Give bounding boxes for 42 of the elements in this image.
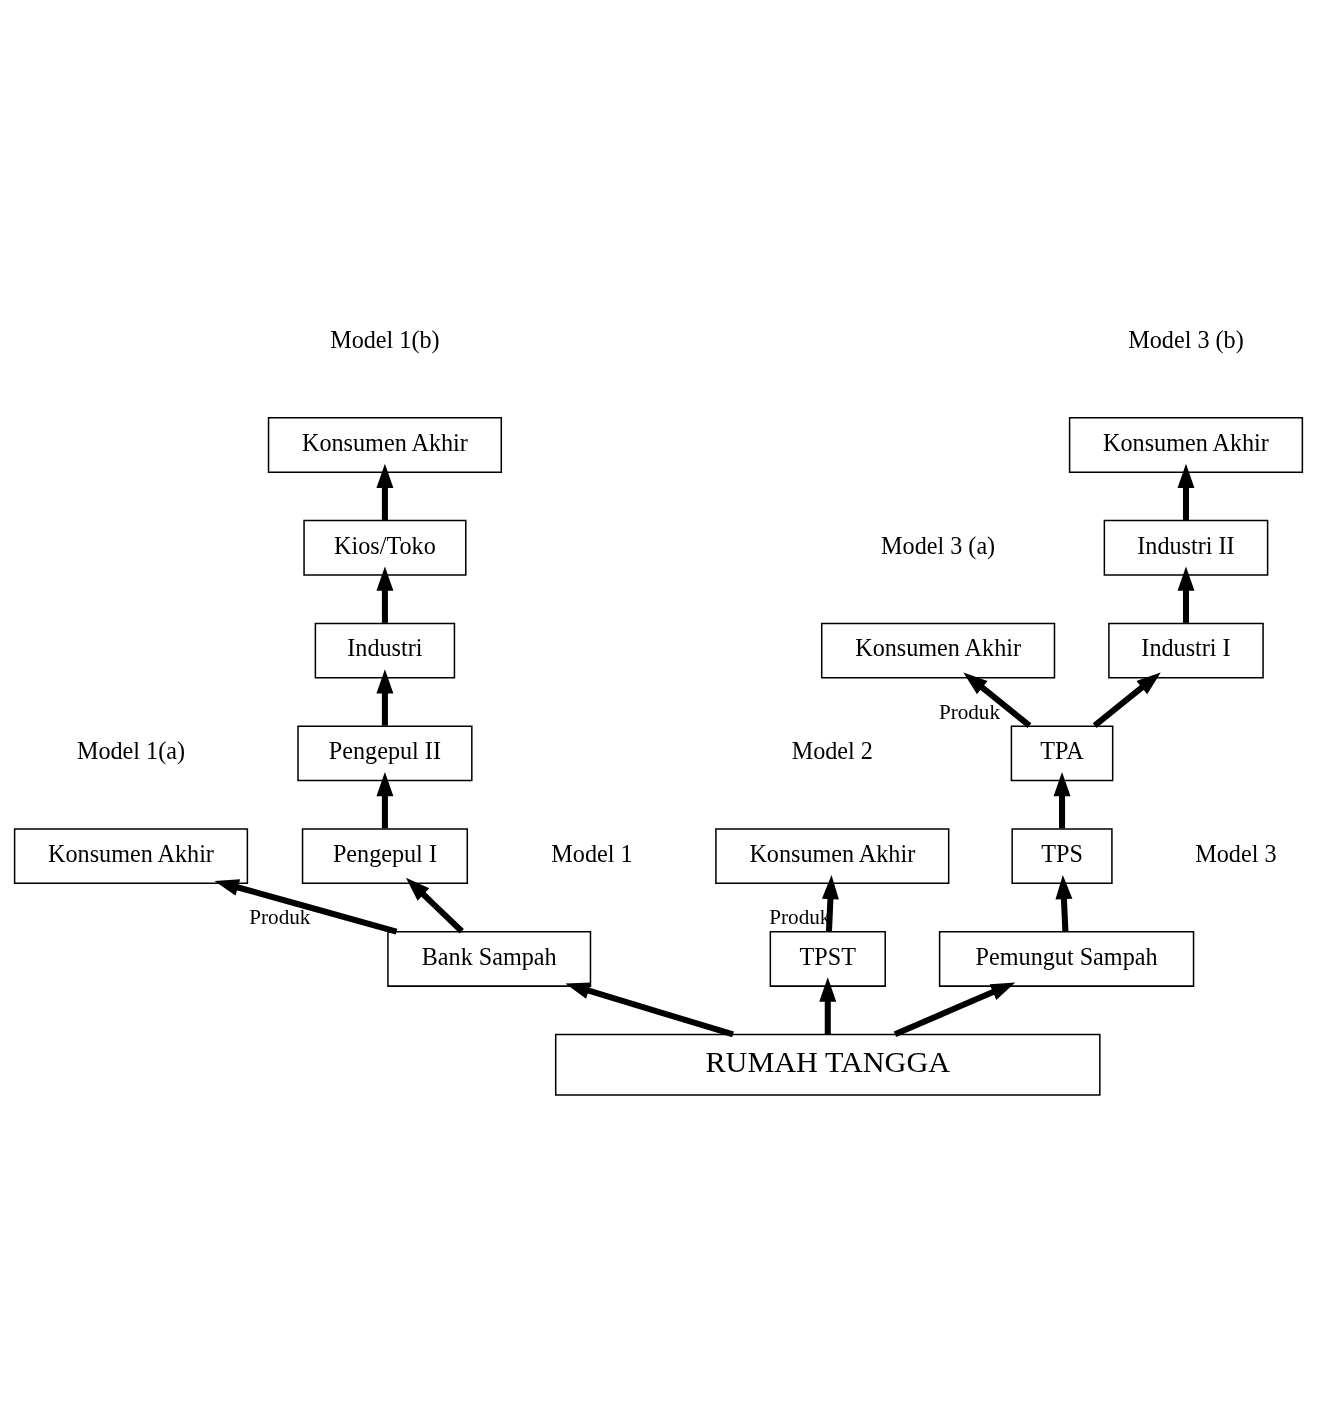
arrow [821,874,839,931]
node-box: Bank Sampah [387,930,592,987]
node-box: Industri II [1103,519,1269,576]
label: Model 3 (b) [1128,325,1244,353]
node-box: Industri [314,622,456,679]
arrow [1055,874,1073,931]
arrow [1092,671,1161,728]
arrow [565,982,734,1037]
node-box: Pemungut Sampah [938,930,1195,987]
label: Model 1 [551,839,633,867]
node-box: Konsumen Akhir [267,416,503,473]
arrow [376,463,394,520]
node-box: TPS [1011,827,1113,884]
label: Model 1(b) [330,325,440,353]
node-box: TPST [769,930,886,987]
arrow [1177,463,1195,520]
arrow [405,877,464,933]
node-box: Konsumen Akhir [13,827,249,884]
node-box: Kios/Toko [303,519,467,576]
arrow [376,668,394,726]
arrow [376,771,394,828]
arrow [1177,566,1195,623]
arrow [214,878,398,934]
arrow [819,976,837,1034]
node-box: Pengepul II [297,724,473,781]
arrow [893,982,1016,1037]
edge-label: Produk [938,699,1000,724]
label: Model 3 (a) [881,531,996,559]
label: Model 3 [1195,839,1277,867]
node-box: Industri I [1108,622,1264,679]
arrow [376,566,394,623]
node-box: RUMAH TANGGA [554,1033,1101,1096]
node-box: Konsumen Akhir [1068,416,1304,473]
label: Model 1(a) [76,736,186,764]
arrow [1053,771,1071,828]
node-box: Konsumen Akhir [715,827,950,884]
node-box: Konsumen Akhir [820,622,1056,679]
edge-label: Produk [249,904,311,929]
node-box: TPA [1010,724,1114,781]
label: Model 2 [791,736,873,764]
arrow [963,671,1032,728]
node-box: Pengepul I [301,827,469,884]
